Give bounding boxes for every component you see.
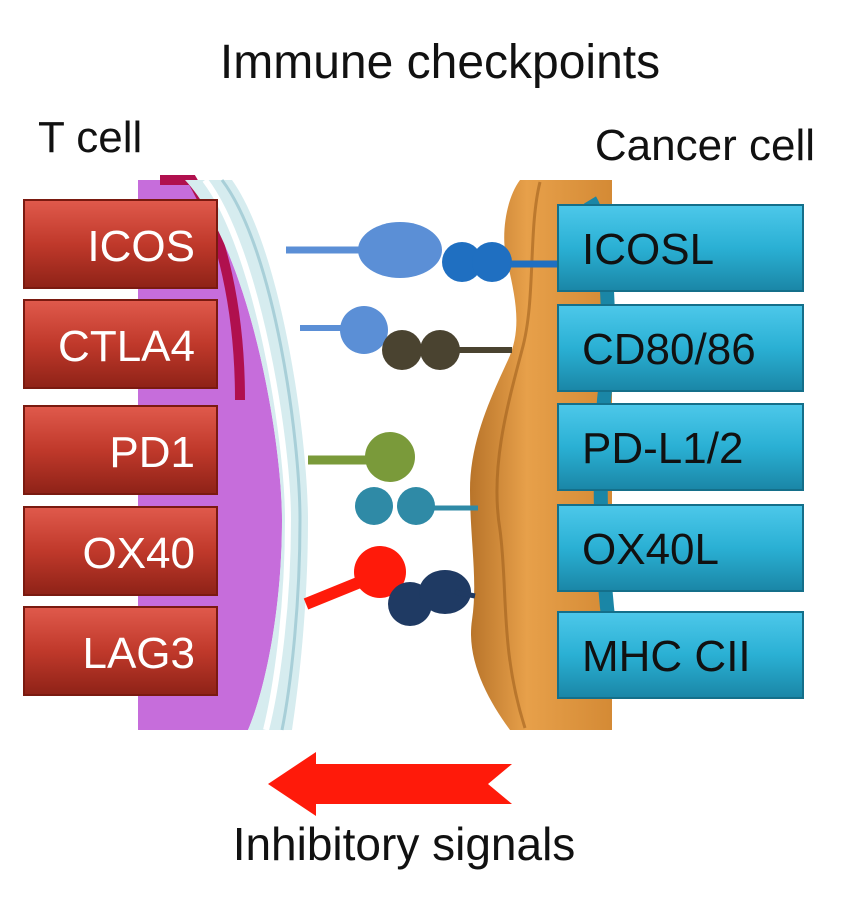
ctla4-receptor-shape (340, 306, 388, 354)
ligand-box-cd80-86: CD80/86 (557, 304, 804, 392)
inhibitory-signal-arrow-icon (268, 752, 512, 816)
receptor-label: LAG3 (82, 629, 195, 678)
ox40-ox40l-pair (303, 546, 476, 626)
receptor-label: CTLA4 (58, 322, 195, 371)
inhibitory-signals-label: Inhibitory signals (233, 818, 576, 870)
ligand-box-icosl: ICOSL (557, 204, 804, 292)
icosl-ligand-domain (472, 242, 512, 282)
ligand-label: PD-L1/2 (582, 424, 743, 473)
ox40-receptor-shape (354, 546, 406, 598)
ligand-box-ox40l: OX40L (557, 504, 804, 592)
pdl1-ligand-domain (397, 487, 435, 525)
t-cell-label: T cell (38, 113, 142, 162)
icosl-ligand-domain (442, 242, 482, 282)
ligand-box-pd-l1-2: PD-L1/2 (557, 403, 804, 491)
ox40l-ligand-domain (419, 570, 471, 614)
pdl1-ligand-domain (355, 487, 393, 525)
pd1-pdl1-pair (308, 432, 478, 525)
receptor-label: ICOS (87, 222, 195, 271)
receptor-box-lag3: LAG3 (23, 606, 218, 696)
receptor-label: OX40 (82, 529, 195, 578)
ligand-label: OX40L (582, 525, 719, 574)
receptor-box-ox40: OX40 (23, 506, 218, 596)
ctla4-cd80-pair (300, 306, 512, 370)
ligand-label: CD80/86 (582, 325, 756, 374)
pd1-receptor-shape (365, 432, 415, 482)
receptor-label: PD1 (109, 428, 195, 477)
icos-icosl-pair (286, 222, 560, 282)
receptor-box-pd1: PD1 (23, 405, 218, 495)
cancer-cell-ligand-list: ICOSL CD80/86 PD-L1/2 OX40L MHC CII (557, 204, 804, 699)
diagram-title: Immune checkpoints (220, 36, 660, 89)
receptor-box-ctla4: CTLA4 (23, 299, 218, 389)
t-cell-receptor-list: ICOS CTLA4 PD1 OX40 LAG3 (23, 199, 218, 696)
ligand-label: ICOSL (582, 225, 714, 274)
cd80-ligand-domain (420, 330, 460, 370)
cancer-cell-label: Cancer cell (595, 121, 815, 170)
ligand-box-mhc-cii: MHC CII (557, 611, 804, 699)
icos-receptor-shape (358, 222, 442, 278)
ligand-label: MHC CII (582, 632, 751, 681)
receptor-box-icos: ICOS (23, 199, 218, 289)
cd80-ligand-domain (382, 330, 422, 370)
